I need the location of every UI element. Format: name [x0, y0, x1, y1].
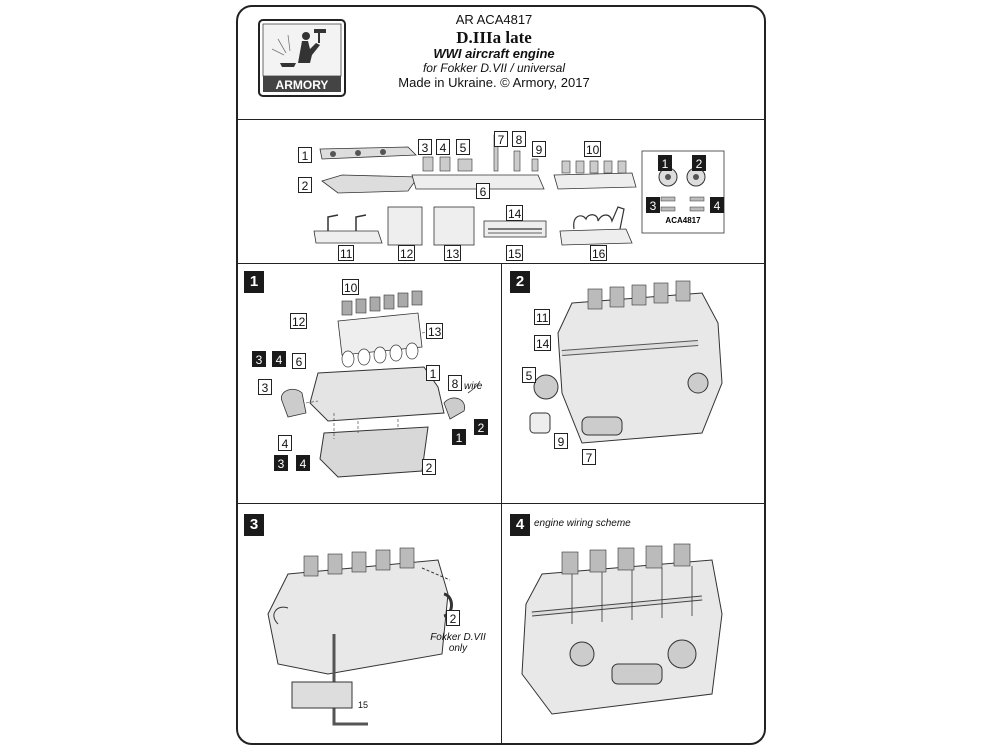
pe-callout-3: 3: [646, 197, 660, 213]
step-2-callout-11: 11: [534, 309, 551, 325]
step-1-note: wire: [464, 381, 483, 392]
step-2-drawing: [529, 280, 723, 444]
step-1-callout-1: 1: [426, 365, 440, 381]
step-1-callout-3: 3: [252, 351, 266, 367]
pe-code: ACA4817: [665, 216, 701, 225]
instruction-sheet: ARMORY AR ACA4817 D.IIIa late WWI aircra…: [236, 5, 766, 745]
product-subtitle: WWI aircraft engine: [433, 46, 555, 62]
header-text: AR ACA4817 D.IIIa late WWI aircraft engi…: [344, 12, 644, 91]
step-1-callout-1b: 1: [452, 429, 466, 445]
divider-steps-horizontal: [238, 503, 764, 504]
armory-logo: ARMORY: [258, 19, 346, 97]
step-1-callout-3b: 3: [258, 379, 272, 395]
step-1-callout-4b: 4: [278, 435, 292, 451]
step-2-callout-9: 9: [554, 433, 568, 449]
step-1-callout-2b: 2: [422, 459, 436, 475]
logo-text: ARMORY: [276, 78, 329, 92]
step-1-callout-12: 12: [290, 313, 308, 329]
step-3-drawing: [267, 547, 453, 726]
step-2-callout-7: 7: [582, 449, 596, 465]
step-1-callout-2: 2: [474, 419, 488, 435]
step-1-drawing: [280, 290, 481, 478]
header: ARMORY AR ACA4817 D.IIIa late WWI aircra…: [238, 7, 764, 119]
step-3-panel: 3 2 15 Fokker D.VII only: [238, 504, 501, 743]
step-2-panel: 2 11 14 5 9 7: [502, 263, 764, 503]
parts-layout: ACA4817 1 2 3 4 5 6 7 8 9 10 11 12 13 14…: [238, 121, 764, 263]
part-callout-9: 9: [532, 141, 546, 157]
part-callout-14: 14: [506, 205, 524, 221]
step-3-badge: 3: [244, 514, 264, 536]
step-1-callout-4c: 4: [296, 455, 310, 471]
pe-callout-2: 2: [692, 155, 706, 171]
part-callout-11: 11: [338, 245, 355, 261]
step-3-callout-2: 2: [446, 610, 460, 626]
part-callout-16: 16: [590, 245, 608, 261]
parts-drawing: ACA4817: [313, 134, 725, 246]
step-3-callout-15: 15: [358, 700, 369, 710]
part-callout-8: 8: [512, 131, 526, 147]
part-callout-6: 6: [476, 183, 490, 199]
step-2-badge: 2: [510, 271, 530, 293]
step-1-callout-10: 10: [342, 279, 360, 295]
pe-callout-1: 1: [658, 155, 672, 171]
step-4-note: engine wiring scheme: [534, 518, 631, 529]
part-callout-4: 4: [436, 139, 450, 155]
step-3-note: Fokker D.VII only: [430, 632, 486, 654]
product-fit: for Fokker D.VII / universal: [422, 61, 566, 76]
product-title: D.IIIa late: [456, 27, 532, 47]
pe-callout-4: 4: [710, 197, 724, 213]
step-4-panel: 4 engine wiring scheme: [502, 504, 764, 743]
part-callout-13: 13: [444, 245, 462, 261]
step-1-callout-13: 13: [426, 323, 444, 339]
part-callout-2: 2: [298, 177, 312, 193]
step-1-callout-8: 8: [448, 375, 462, 391]
step-1-callout-4: 4: [272, 351, 286, 367]
made-in: Made in Ukraine. © Armory, 2017: [398, 75, 590, 91]
part-callout-7: 7: [494, 131, 508, 147]
product-code: AR ACA4817: [455, 12, 533, 27]
step-4-badge: 4: [510, 514, 530, 536]
part-callout-5: 5: [456, 139, 470, 155]
divider-header: [238, 119, 764, 120]
step-4-drawing: [521, 543, 723, 715]
step-1-callout-6: 6: [292, 353, 306, 369]
step-1-panel: 1 10 12 13 3 4: [238, 263, 501, 503]
part-callout-3: 3: [418, 139, 432, 155]
step-1-callout-3c: 3: [274, 455, 288, 471]
part-callout-10: 10: [584, 141, 602, 157]
step-1-badge: 1: [244, 271, 264, 293]
part-callout-15: 15: [506, 245, 524, 261]
part-callout-12: 12: [398, 245, 416, 261]
part-callout-1: 1: [298, 147, 312, 163]
step-2-callout-14: 14: [534, 335, 552, 351]
step-2-callout-5: 5: [522, 367, 536, 383]
